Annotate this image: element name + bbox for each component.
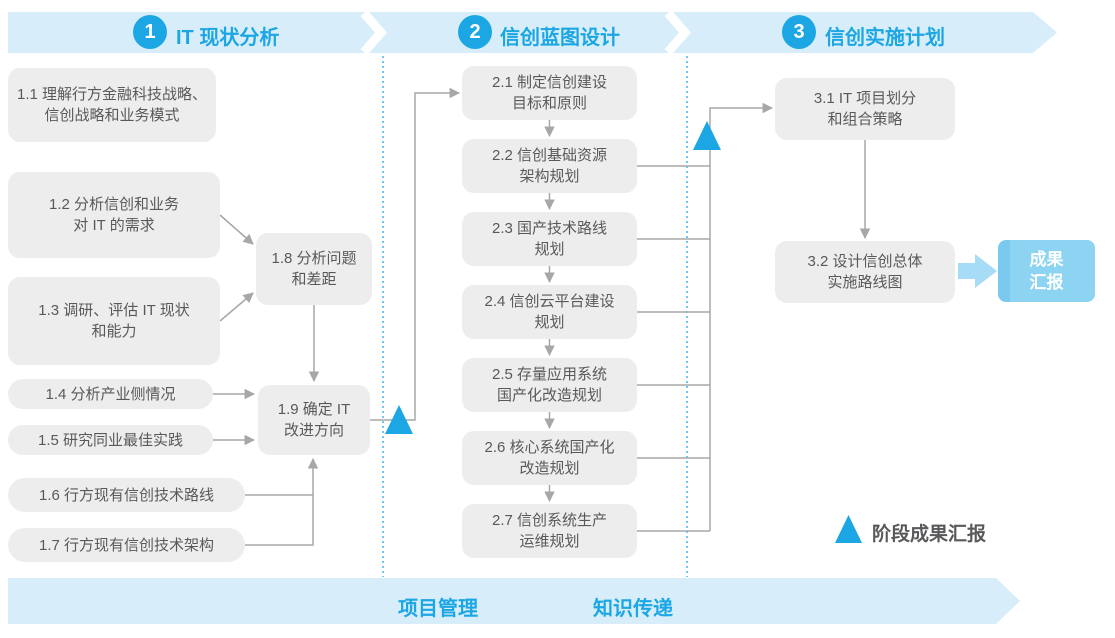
phase-3-title: 信创实施计划 [825,27,945,49]
box-2-6: 2.6 核心系统国产化 改造规划 [462,431,637,485]
box-1-6-line1: 1.6 行方现有信创技术路线 [38,486,215,504]
box-1-8-line2: 和差距 [291,271,337,288]
box-1-2-line1: 1.2 分析信创和业务 [48,196,180,213]
result-box-line2: 汇报 [1029,273,1064,292]
box-2-4-line2: 规划 [534,314,565,331]
phase-2-number-badge: 2 [458,15,492,49]
phase-1-number-badge: 1 [133,15,167,49]
phase1-connectors [213,87,461,546]
box-2-3-line2: 规划 [534,241,565,258]
box-2-1-line2: 目标和原则 [511,95,587,112]
box-1-3-line2: 和能力 [91,323,137,340]
box-3-2-line2: 实施路线图 [827,274,903,291]
box-1-5-line1: 1.5 研究同业最佳实践 [37,431,184,449]
result-box-line1: 成果 [1029,250,1064,269]
footer-label-project-management: 项目管理 [398,598,478,620]
legend-label: 阶段成果汇报 [872,524,987,545]
box-3-1: 3.1 IT 项目划分 和组合策略 [775,78,955,140]
box-2-1: 2.1 制定信创建设 目标和原则 [462,66,637,120]
box-1-3-line1: 1.3 调研、评估 IT 现状 [38,302,190,319]
phase-3-number-badge: 3 [782,15,816,49]
box-1-6: 1.6 行方现有信创技术路线 [8,478,245,512]
phase2-connectors [544,102,774,532]
box-2-3-line1: 2.3 国产技术路线 [491,220,608,237]
box-1-1: 1.1 理解行方金融科技战略、 信创战略和业务模式 [8,68,216,142]
box-2-1-line1: 2.1 制定信创建设 [491,74,608,91]
box-2-3: 2.3 国产技术路线 规划 [462,212,637,266]
box-2-2: 2.2 信创基础资源 架构规划 [462,139,637,193]
legend-triangle [835,515,862,543]
phase-band [8,12,1057,53]
milestone-triangle-phase2 [693,121,721,150]
box-2-5-line1: 2.5 存量应用系统 [491,366,608,383]
box-2-6-line1: 2.6 核心系统国产化 [484,439,615,456]
box-3-1-line1: 3.1 IT 项目划分 [813,90,917,107]
box-1-7: 1.7 行方现有信创技术架构 [8,528,245,562]
phase-2-title: 信创蓝图设计 [500,27,620,49]
box-3-1-line2: 和组合策略 [827,111,903,128]
footer-band [8,578,1020,624]
dotted-phase-separators [382,56,688,577]
box-2-7-line1: 2.7 信创系统生产 [491,512,608,529]
band-divider-chevrons [360,10,691,55]
box-2-7: 2.7 信创系统生产 运维规划 [462,504,637,558]
box-1-8: 1.8 分析问题 和差距 [256,233,372,305]
footer-label-knowledge-transfer: 知识传递 [593,598,673,620]
box-2-6-line2: 改造规划 [519,460,580,477]
box-2-4-line1: 2.4 信创云平台建设 [484,293,615,310]
milestone-triangle-phase1 [385,405,413,434]
box-1-2-line2: 对 IT 的需求 [73,217,155,234]
box-1-5: 1.5 研究同业最佳实践 [8,425,213,455]
box-1-1-line1: 1.1 理解行方金融科技战略、 [16,86,208,103]
box-1-4: 1.4 分析产业侧情况 [8,379,213,409]
box-2-5: 2.5 存量应用系统 国产化改造规划 [462,358,637,412]
box-3-2: 3.2 设计信创总体 实施路线图 [775,241,955,303]
result-arrow [958,254,997,288]
box-1-9-line1: 1.9 确定 IT [277,401,351,418]
box-2-2-line2: 架构规划 [519,168,580,185]
milestone-triangles [385,121,862,543]
box-1-7-line1: 1.7 行方现有信创技术架构 [38,536,215,554]
box-1-3: 1.3 调研、评估 IT 现状 和能力 [8,277,220,365]
box-2-2-line1: 2.2 信创基础资源 [491,147,608,164]
box-1-1-line2: 信创战略和业务模式 [44,107,180,124]
box-1-4-line1: 1.4 分析产业侧情况 [45,385,176,403]
box-1-8-line1: 1.8 分析问题 [271,250,357,267]
box-2-5-line2: 国产化改造规划 [496,387,602,404]
box-3-2-line1: 3.2 设计信创总体 [807,253,923,270]
result-box: 成果 汇报 [998,240,1095,302]
box-1-2: 1.2 分析信创和业务 对 IT 的需求 [8,172,220,258]
box-2-7-line2: 运维规划 [519,533,580,550]
box-1-9-line2: 改进方向 [283,422,344,439]
box-1-9: 1.9 确定 IT 改进方向 [258,385,370,455]
phase-1-title: IT 现状分析 [176,27,280,49]
box-2-4: 2.4 信创云平台建设 规划 [462,285,637,339]
